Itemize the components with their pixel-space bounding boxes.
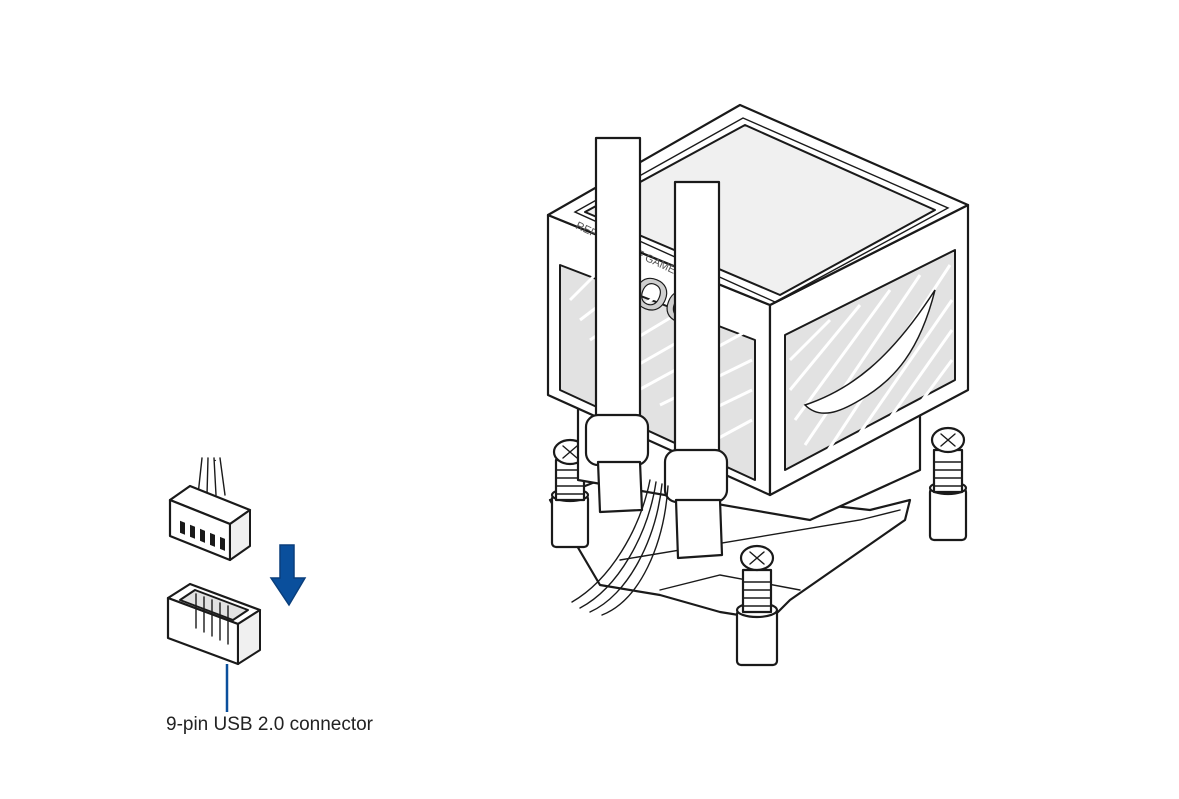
usb-header bbox=[166, 582, 262, 666]
cable-plug bbox=[168, 484, 252, 562]
tube-front bbox=[663, 180, 729, 560]
standoff-right bbox=[928, 426, 968, 542]
insert-arrow bbox=[269, 544, 307, 607]
standoff-front bbox=[735, 544, 779, 667]
tube-rear bbox=[584, 136, 650, 514]
connector-label: 9-pin USB 2.0 connector bbox=[166, 714, 374, 735]
usb-cable bbox=[197, 369, 856, 711]
power-wires bbox=[571, 479, 669, 616]
rog-eye-logo bbox=[803, 289, 936, 414]
